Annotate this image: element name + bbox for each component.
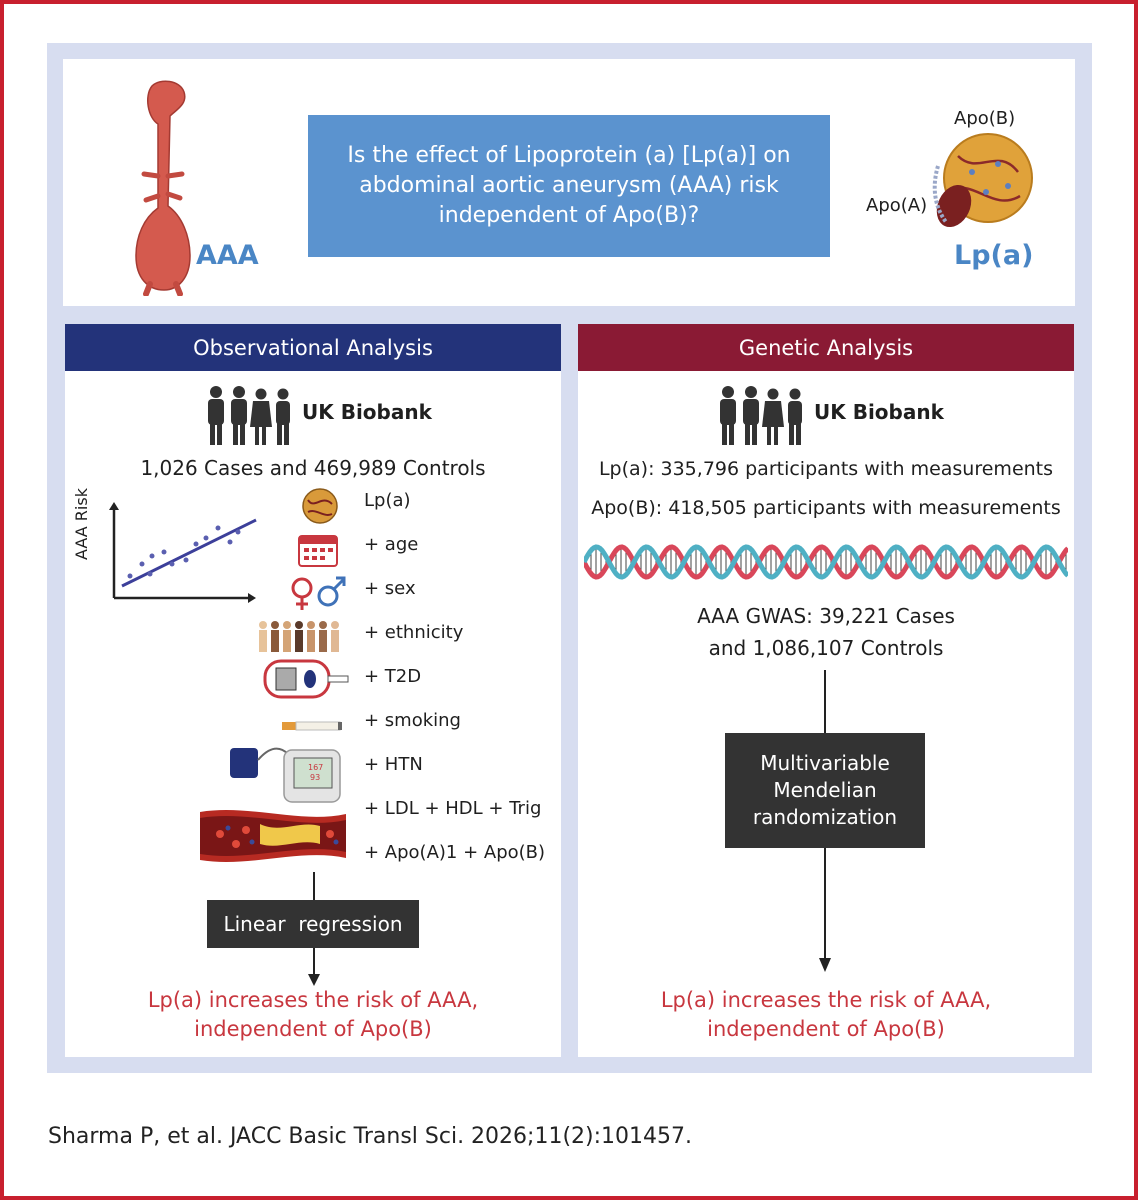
mr-line2: Mendelian	[773, 778, 877, 802]
genetic-header: Genetic Analysis	[578, 324, 1074, 371]
gen-conclusion: Lp(a) increases the risk of AAA, indepen…	[578, 986, 1074, 1044]
female-male-icon	[291, 576, 346, 610]
aorta-icon	[135, 80, 191, 296]
mendelian-randomization-box: Multivariable Mendelian randomization	[725, 733, 925, 848]
factor-age: + age	[364, 534, 419, 555]
people-icon	[208, 386, 290, 445]
ethnicity-people-icon	[259, 621, 339, 652]
research-question-text: Is the effect of Lipoprotein (a) [Lp(a)]…	[347, 143, 791, 228]
lpa-label: Lp(a)	[954, 240, 1034, 271]
calendar-icon	[298, 535, 338, 567]
dna-icon	[584, 544, 1068, 580]
svg-text:167: 167	[308, 763, 323, 772]
apoa-label: Apo(A)	[866, 195, 928, 216]
gen-cohort: UK Biobank	[814, 400, 944, 424]
obs-flow-arrow	[308, 872, 320, 986]
gen-conclusion-line2: independent of Apo(B)	[707, 1017, 945, 1041]
artery-plaque-icon	[200, 810, 346, 862]
linear-regression-label: Linear regression	[223, 912, 403, 936]
globe-icon	[302, 488, 338, 524]
y-axis-label: AAA Risk	[72, 488, 91, 560]
research-question-box: Is the effect of Lipoprotein (a) [Lp(a)]…	[308, 115, 830, 257]
aaa-label: AAA	[196, 240, 259, 271]
mr-line1: Multivariable	[760, 751, 890, 775]
obs-conclusion: Lp(a) increases the risk of AAA, indepen…	[65, 986, 561, 1044]
factor-lpa: Lp(a)	[364, 490, 411, 511]
mr-line3: randomization	[752, 805, 898, 829]
obs-counts: 1,026 Cases and 469,989 Controls	[140, 456, 486, 480]
apob-label: Apo(B)	[954, 108, 1016, 129]
factor-t2d: + T2D	[364, 666, 422, 687]
obs-conclusion-line2: independent of Apo(B)	[194, 1017, 432, 1041]
people-icon	[720, 386, 802, 445]
factor-ethnicity: + ethnicity	[364, 622, 464, 643]
lipoprotein-particle-icon	[932, 133, 1033, 228]
obs-cohort: UK Biobank	[302, 400, 432, 424]
gwas-line2: and 1,086,107 Controls	[708, 636, 944, 660]
svg-text:93: 93	[310, 773, 320, 782]
lpa-measurements: Lp(a): 335,796 participants with measure…	[598, 458, 1054, 480]
genetic-title: Genetic Analysis	[738, 335, 914, 360]
gen-flow-arrow	[819, 670, 831, 972]
linear-regression-box: Linear regression	[207, 900, 419, 948]
gwas-line1: AAA GWAS: 39,221 Cases	[697, 604, 955, 628]
factor-sex: + sex	[364, 578, 416, 599]
factor-htn: + HTN	[364, 754, 423, 775]
apob-measurements: Apo(B): 418,505 participants with measur…	[591, 497, 1061, 519]
observational-header: Observational Analysis	[65, 324, 561, 371]
factor-smoking: + smoking	[364, 710, 461, 731]
scatter-plot-icon	[109, 502, 257, 603]
observational-title: Observational Analysis	[193, 335, 433, 360]
factor-apolipoproteins: + Apo(A)1 + Apo(B)	[364, 842, 546, 863]
factor-lipids: + LDL + HDL + Trig	[364, 798, 542, 819]
glucometer-icon	[263, 659, 349, 699]
citation: Sharma P, et al. JACC Basic Transl Sci. …	[48, 1124, 693, 1149]
obs-conclusion-line1: Lp(a) increases the risk of AAA,	[147, 988, 479, 1012]
gwas-summary: AAA GWAS: 39,221 Cases and 1,086,107 Con…	[578, 600, 1074, 664]
cigarette-icon	[282, 721, 342, 731]
gen-conclusion-line1: Lp(a) increases the risk of AAA,	[660, 988, 992, 1012]
